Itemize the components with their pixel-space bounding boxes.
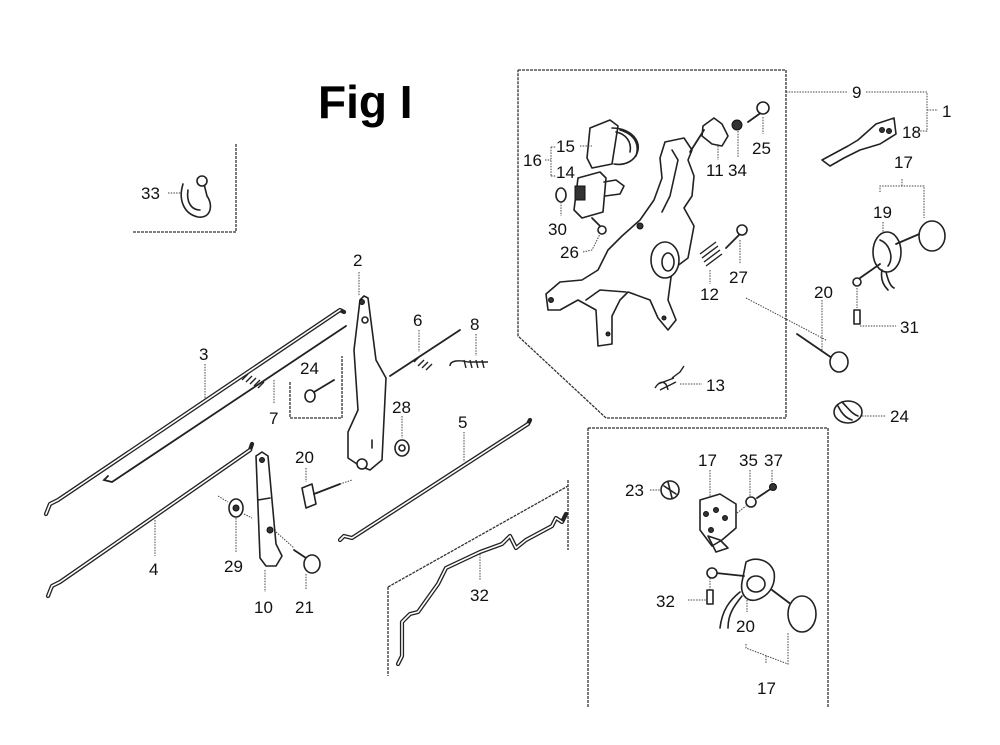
callout-20b[interactable]: 20	[736, 617, 755, 636]
callout-34b[interactable]: 35	[739, 451, 758, 470]
part-20-choke-lower[interactable]	[706, 558, 817, 633]
part-18-plate[interactable]	[699, 493, 737, 553]
callout-3[interactable]: 3	[199, 345, 208, 364]
callout-17a[interactable]: 17	[894, 153, 913, 172]
leader-bracket-16	[545, 146, 556, 177]
part-5-rod[interactable]	[337, 417, 533, 543]
callout-4[interactable]: 4	[149, 560, 158, 579]
leader-29	[582, 233, 601, 253]
part-2-lever[interactable]	[347, 295, 387, 471]
callout-17b[interactable]: 17	[757, 679, 776, 698]
callout-21[interactable]: 20	[814, 283, 833, 302]
callout-37[interactable]: 37	[764, 451, 783, 470]
callout-1[interactable]: 1	[942, 102, 951, 121]
part-24-screw-upper[interactable]	[853, 309, 861, 325]
inset-box-36	[133, 144, 237, 233]
leader-34b-to-plate	[736, 505, 747, 514]
part-22-bolt[interactable]	[301, 483, 341, 509]
inset-box-27	[289, 356, 343, 419]
part-29-screw[interactable]	[591, 217, 607, 235]
part-31-nut[interactable]	[394, 439, 410, 457]
part-14-switch[interactable]	[573, 171, 625, 219]
part-11-lever[interactable]	[689, 117, 729, 153]
callout-23[interactable]: 21	[295, 598, 314, 617]
callout-28[interactable]: 25	[752, 139, 771, 158]
callout-33[interactable]: 30	[548, 220, 567, 239]
part-23-pin[interactable]	[293, 549, 321, 574]
leader-bracket-1	[866, 91, 928, 132]
part-24-screw-lower[interactable]	[706, 589, 714, 605]
callout-13[interactable]: 13	[706, 376, 725, 395]
inset-box-35	[387, 480, 569, 676]
part-20-choke-upper[interactable]	[852, 220, 946, 291]
leader-23-in	[275, 531, 295, 549]
callout-22[interactable]: 20	[295, 448, 314, 467]
leader-bracket-17b	[745, 632, 789, 665]
callout-31[interactable]: 28	[392, 398, 411, 417]
callout-27[interactable]: 24	[300, 359, 319, 378]
part-26-clamp[interactable]	[833, 400, 863, 424]
assembly-box-lower	[587, 427, 829, 708]
part-27-bolt[interactable]	[304, 379, 335, 403]
part-34-washer-lower[interactable]	[745, 496, 757, 508]
part-19-plate[interactable]	[821, 117, 897, 167]
figure-title: Fig I	[318, 76, 413, 128]
part-7-spring-rod[interactable]	[102, 325, 347, 483]
leader-32-out	[243, 513, 253, 519]
callout-24a[interactable]: 31	[900, 318, 919, 337]
callout-30[interactable]: 27	[729, 268, 748, 287]
part-33-washer[interactable]	[555, 187, 567, 203]
part-13-spring[interactable]	[654, 365, 685, 391]
part-4-rod[interactable]	[45, 441, 255, 599]
part-3-rod[interactable]	[43, 307, 347, 517]
callout-25[interactable]: 23	[625, 481, 644, 500]
leader-32-in	[217, 495, 229, 503]
callout-16[interactable]: 16	[523, 151, 542, 170]
callout-36[interactable]: 33	[141, 184, 160, 203]
part-36-clip[interactable]	[180, 175, 212, 218]
leader-24a	[856, 288, 896, 327]
part-21-bolt[interactable]	[796, 333, 849, 373]
callout-35[interactable]: 32	[470, 586, 489, 605]
callout-11[interactable]: 11	[706, 161, 724, 180]
callout-24b[interactable]: 32	[656, 592, 675, 611]
part-30-bolt[interactable]	[725, 224, 748, 249]
callout-32[interactable]: 29	[224, 557, 243, 576]
callout-2[interactable]: 2	[353, 251, 362, 270]
callout-20a[interactable]: 19	[873, 203, 892, 222]
part-12-spring[interactable]	[699, 241, 723, 267]
callout-10[interactable]: 10	[254, 598, 273, 617]
callout-29[interactable]: 26	[560, 243, 579, 262]
part-35-rod[interactable]	[395, 511, 569, 667]
callout-19[interactable]: 18	[902, 123, 921, 142]
callout-8[interactable]: 8	[470, 315, 479, 334]
leader-bracket-17a	[879, 178, 925, 218]
callout-5[interactable]: 5	[458, 413, 467, 432]
callout-18a[interactable]: 17	[698, 451, 717, 470]
part-37-screw[interactable]	[756, 483, 777, 499]
leader-24b	[688, 578, 711, 601]
assembly-box-9	[517, 69, 787, 419]
part-32-washer[interactable]	[228, 498, 244, 518]
callout-12[interactable]: 12	[700, 285, 719, 304]
callout-7[interactable]: 7	[269, 409, 278, 428]
control-base-bracket	[545, 137, 695, 347]
part-8-spring[interactable]	[449, 359, 488, 369]
callout-14[interactable]: 14	[556, 163, 575, 182]
callout-15[interactable]: 15	[556, 137, 575, 156]
part-15-cover[interactable]	[586, 119, 639, 169]
callout-9[interactable]: 9	[852, 83, 861, 102]
callout-34a[interactable]: 34	[728, 161, 747, 180]
part-34-washer-upper[interactable]	[731, 119, 743, 131]
part-25-knob[interactable]	[660, 480, 680, 500]
callout-6[interactable]: 6	[413, 311, 422, 330]
part-10-lever[interactable]	[255, 451, 283, 567]
callout-26[interactable]: 24	[890, 407, 909, 426]
part-28-bolt[interactable]	[747, 101, 770, 123]
part-6-spring-rod[interactable]	[389, 329, 461, 377]
leader-22-to-lever	[339, 479, 353, 485]
